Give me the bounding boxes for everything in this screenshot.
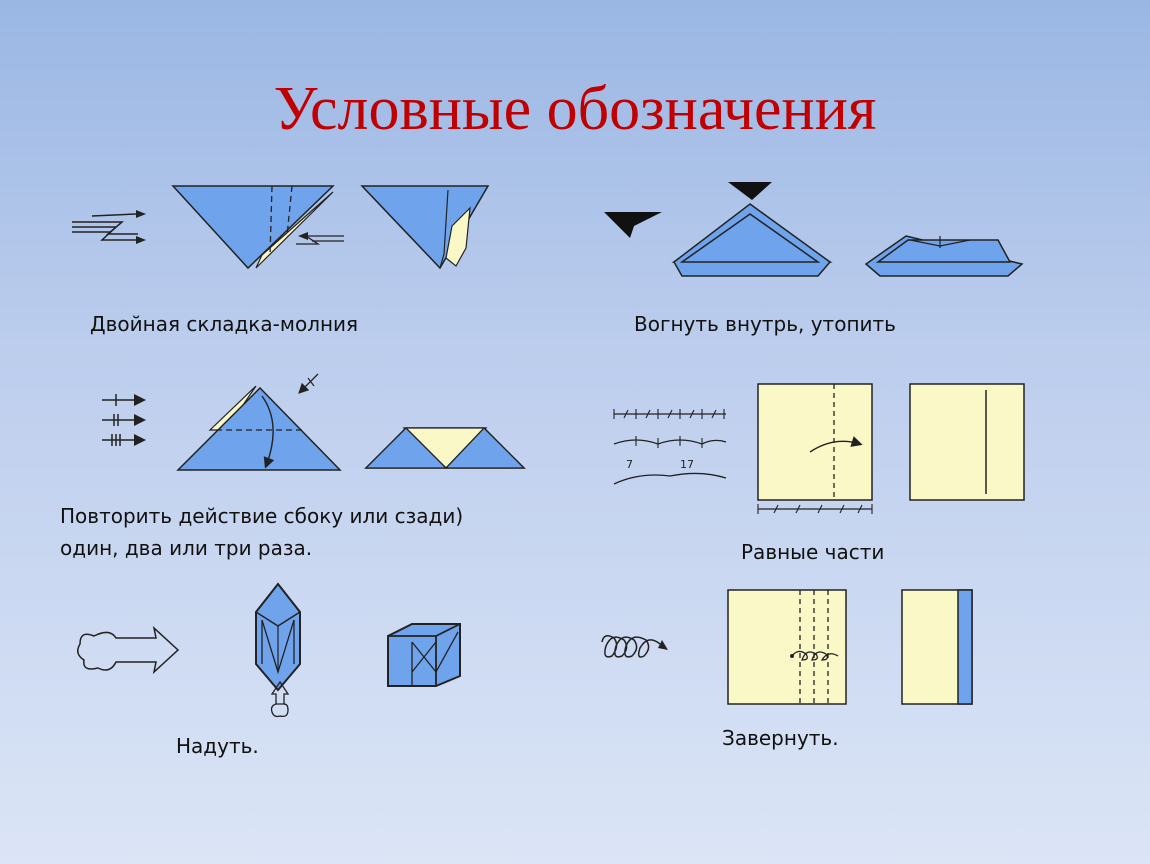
ruler-number-left: 7: [626, 458, 633, 471]
ruler-number-right: 17: [680, 458, 694, 471]
inflate-step2: [387, 623, 461, 687]
page-title: Условные обозначения: [273, 75, 877, 143]
sink-fold-label: Вогнуть внутрь, утопить: [634, 312, 896, 336]
inflate-label: Надуть.: [176, 734, 259, 758]
wrap-step1: [727, 589, 847, 705]
equal-parts-rulers-icon: [613, 409, 727, 485]
double-fold-step2: [360, 185, 490, 270]
double-fold-step1: [171, 185, 344, 270]
repeat-step1: [176, 373, 342, 471]
repeat-label: Повторить действие сбоку или сзади) один…: [60, 504, 464, 560]
wrap-label: Завернуть.: [722, 726, 839, 750]
double-fold-arrows-icon: [72, 210, 146, 244]
double-fold-label: Двойная складка-молния: [90, 312, 359, 336]
inflate-step1: [255, 582, 301, 718]
wrap-step2: [901, 589, 973, 705]
equal-parts-label: Равные части: [741, 540, 885, 564]
equal-parts-step2: [909, 383, 1025, 501]
inflate-arrow-icon: [77, 625, 180, 675]
equal-parts-step1: [757, 383, 873, 514]
wrap-spiral-icon: [601, 635, 668, 658]
sink-arrow-icon: [604, 212, 662, 238]
sink-step1: [671, 182, 833, 277]
repeat-arrows-icon: [102, 394, 146, 446]
sink-step2: [864, 235, 1024, 277]
repeat-step2: [364, 427, 526, 469]
